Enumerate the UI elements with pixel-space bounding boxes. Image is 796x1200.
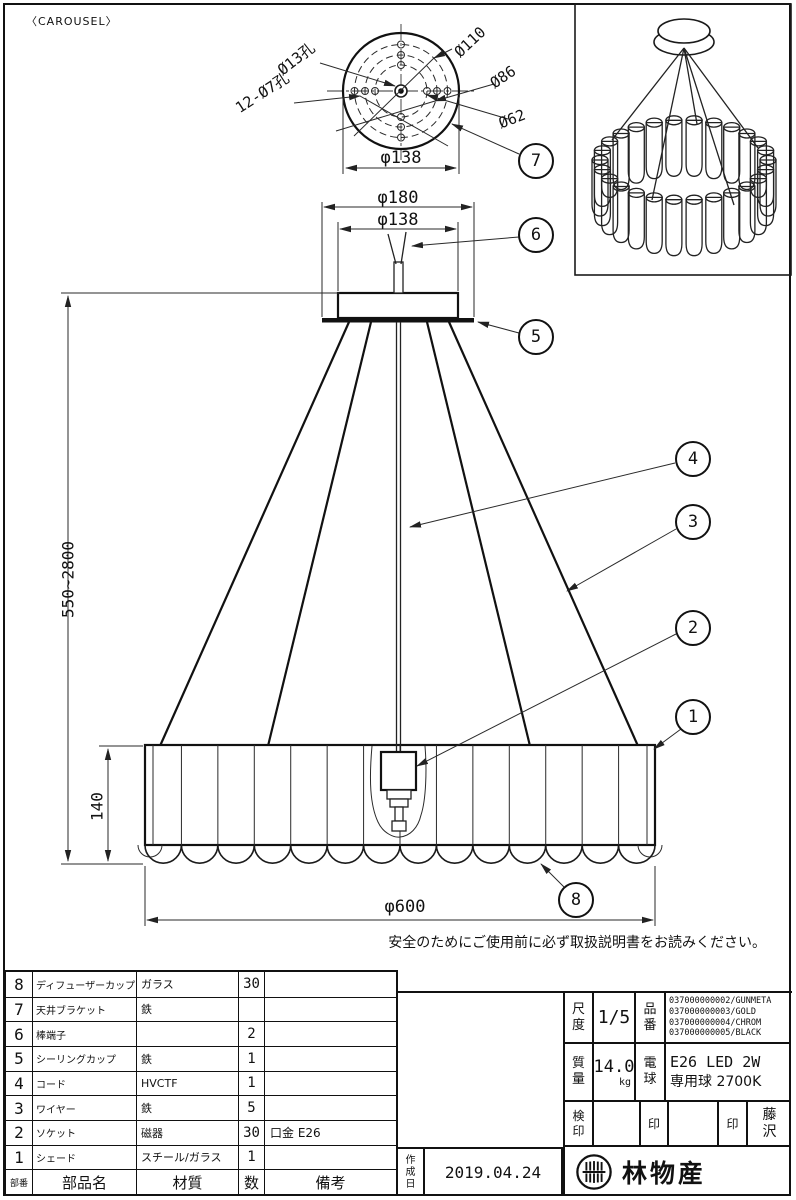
stamp-label-1: 印 — [641, 1102, 669, 1145]
company-name: 林物産 — [622, 1158, 707, 1188]
parts-row-6-remarks — [264, 1021, 396, 1046]
dim-height-range-label: 550~2800 — [58, 540, 78, 619]
date-block: 作成日 2019.04.24 — [398, 1147, 563, 1196]
parts-row-2-qty: 30 — [238, 1119, 264, 1145]
parts-row-1-qty: 1 — [238, 1144, 264, 1170]
scale-value: 1/5 — [594, 993, 636, 1042]
perspective-view — [574, 3, 792, 276]
parts-row-1-name: シェード — [32, 1144, 136, 1170]
parts-row-7-name: 天井ブラケット — [32, 996, 136, 1022]
inspection-stamp-label: 検印 — [572, 1109, 585, 1138]
scale-label: 尺度 — [571, 1001, 585, 1033]
parts-row-3-remarks — [264, 1095, 396, 1120]
parts-row-2-material: 磁器 — [136, 1119, 238, 1145]
company-logo-row: 林物産 — [565, 1147, 791, 1196]
parts-row-3-material: 鉄 — [136, 1095, 238, 1120]
parts-row-2-name: ソケット — [32, 1119, 136, 1145]
parts-row-4-remarks — [264, 1070, 396, 1096]
parts-row-4-qty: 1 — [238, 1070, 264, 1096]
parts-row-6-material — [136, 1021, 238, 1046]
parts-row-6-qty: 2 — [238, 1021, 264, 1046]
parts-row-1-remarks — [264, 1144, 396, 1170]
parts-row-5-name: シーリングカップ — [32, 1045, 136, 1071]
inspection-stamp-cell — [594, 1102, 641, 1145]
parts-row-7-material: 鉄 — [136, 996, 238, 1022]
front-view — [61, 202, 682, 926]
parts-row-8-material: ガラス — [136, 972, 238, 997]
approver-name: 藤沢 — [762, 1106, 777, 1140]
parts-header-qty: 数 — [238, 1169, 264, 1194]
title-block-row-mass: 質量 14.0 kg 電球 E26 LED 2W 専用球 2700K — [565, 1044, 791, 1102]
parts-header-name: 部品名 — [32, 1169, 136, 1194]
parts-row-1-material: スチール/ガラス — [136, 1144, 238, 1170]
parts-row-7-remarks — [264, 996, 396, 1022]
company-logo-icon — [576, 1153, 612, 1190]
dim-138-front-label: φ138 — [377, 210, 419, 230]
parts-row-8-qty: 30 — [238, 972, 264, 997]
dim-138-top-label: φ138 — [380, 148, 422, 168]
parts-row-4-no: 4 — [6, 1070, 32, 1096]
model-label: 〈CAROUSEL〉 — [26, 15, 118, 28]
date-value: 2019.04.24 — [444, 1163, 542, 1182]
parts-row-5-remarks — [264, 1045, 396, 1071]
parts-row-5-qty: 1 — [238, 1045, 264, 1071]
parts-row-6-name: 棒端子 — [32, 1021, 136, 1046]
callout-5: 5 — [518, 319, 554, 355]
callout-7: 7 — [518, 143, 554, 179]
bulb-spec-line1: E26 LED 2W — [670, 1053, 761, 1071]
parts-row-4-material: HVCTF — [136, 1070, 238, 1096]
mass-unit: kg — [618, 1076, 631, 1088]
parts-row-4-name: コード — [32, 1070, 136, 1096]
date-label: 作成日 — [405, 1154, 416, 1190]
safety-note: 安全のためにご使用前に必ず取扱説明書をお読みください。 — [388, 935, 766, 951]
callout-2: 2 — [675, 610, 711, 646]
stamp-cell-1 — [669, 1102, 719, 1145]
parts-row-6-no: 6 — [6, 1021, 32, 1046]
dim-600-label: φ600 — [384, 897, 426, 917]
bulb-spec-line2: 専用球 2700K — [670, 1074, 762, 1090]
parts-row-8-no: 8 — [14, 974, 24, 994]
callout-6: 6 — [518, 217, 554, 253]
parts-row-7-qty — [238, 996, 264, 1022]
parts-row-3-no: 3 — [6, 1095, 32, 1120]
parts-row-8-remarks — [264, 972, 396, 997]
parts-header-no: 部番 — [6, 1169, 32, 1194]
bulb-label: 電球 — [643, 1056, 657, 1087]
part-no-label: 品番 — [643, 1001, 657, 1033]
mass-label: 質量 — [571, 1056, 585, 1087]
callout-3: 3 — [675, 504, 711, 540]
title-block-top-line — [398, 991, 792, 993]
parts-row-3-qty: 5 — [238, 1095, 264, 1120]
part-numbers: 037000000002/GUNMETA 037000000003/GOLD 0… — [669, 996, 772, 1039]
callout-1: 1 — [675, 699, 711, 735]
title-block-row-scale: 尺度 1/5 品番 037000000002/GUNMETA 037000000… — [565, 993, 791, 1044]
stamp-label-2: 印 — [719, 1102, 748, 1145]
parts-header-material: 材質 — [136, 1169, 238, 1194]
dim-140-label: 140 — [87, 792, 107, 821]
parts-row-2-remarks: 口金 E26 — [264, 1119, 396, 1145]
title-block-row-stamps: 検印 印 印 藤沢 — [565, 1102, 791, 1147]
dim-180-label: φ180 — [377, 188, 419, 208]
mass-value: 14.0 — [594, 1056, 635, 1077]
parts-row-5-material: 鉄 — [136, 1045, 238, 1071]
parts-row-1-no: 1 — [6, 1144, 32, 1170]
callout-4: 4 — [675, 441, 711, 477]
parts-row-7-no: 7 — [6, 996, 32, 1022]
parts-row-5-no: 5 — [6, 1045, 32, 1071]
parts-row-2-no: 2 — [6, 1119, 32, 1145]
parts-header-remarks: 備考 — [264, 1169, 396, 1194]
callout-8: 8 — [558, 882, 594, 918]
parts-row-8-name: ディフューザーカップ — [32, 972, 136, 997]
top-view — [293, 24, 520, 174]
parts-row-3-name: ワイヤー — [32, 1095, 136, 1120]
title-block: 尺度 1/5 品番 037000000002/GUNMETA 037000000… — [563, 993, 791, 1196]
